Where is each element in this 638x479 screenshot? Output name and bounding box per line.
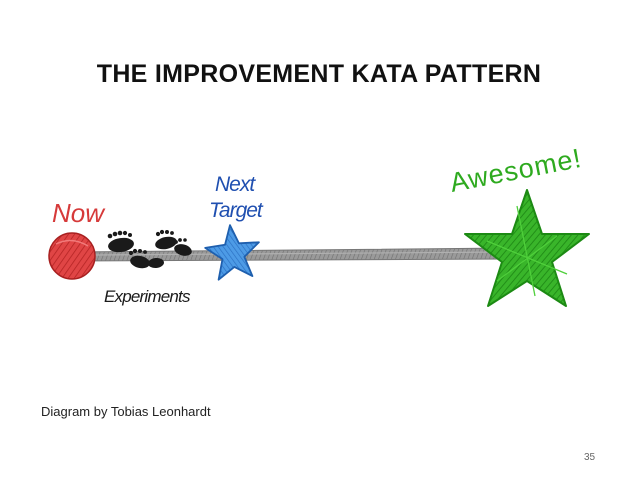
page-number: 35 [584, 452, 596, 463]
now-label: Now [52, 198, 106, 228]
experiments-label: Experiments [104, 287, 191, 306]
awesome-label: Awesome! [447, 143, 584, 198]
red-circle-icon [48, 232, 96, 280]
next-target-label-line1: Next [215, 173, 256, 196]
footprints-icon [107, 229, 192, 269]
green-star-icon [464, 189, 590, 307]
diagram-credit: Diagram by Tobias Leonhardt [41, 404, 211, 419]
next-target-label-line2: Target [209, 199, 264, 222]
slide-title: THE IMPROVEMENT KATA PATTERN [96, 60, 542, 88]
blue-star-icon [204, 224, 260, 281]
